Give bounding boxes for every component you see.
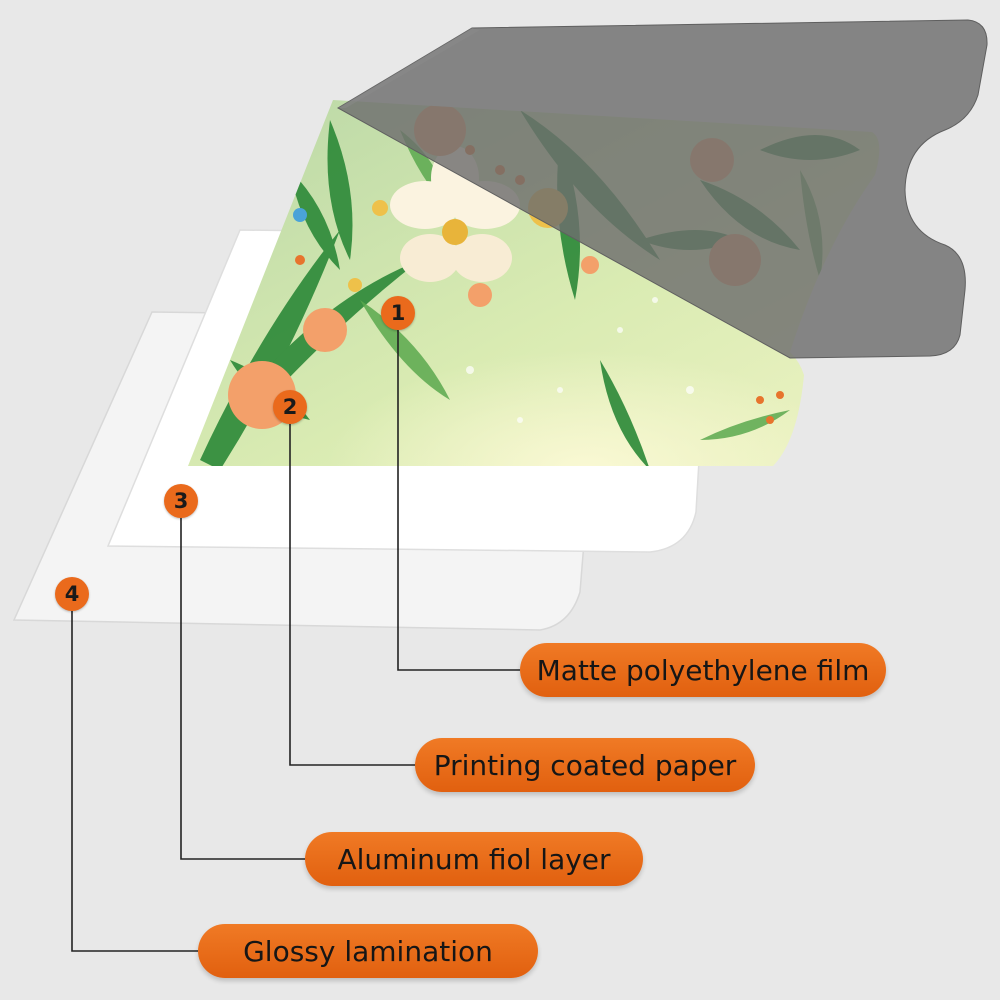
layer-number-badge-1: 1	[381, 296, 415, 330]
leader-line-3	[180, 518, 305, 860]
layer-label-aluminum-foil-layer: Aluminum fiol layer	[305, 832, 643, 886]
layer-number-badge-2: 2	[273, 390, 307, 424]
layer-label-printing-coated-paper: Printing coated paper	[415, 738, 755, 792]
layer-number-badge-4: 4	[55, 577, 89, 611]
leader-line-1	[397, 330, 520, 671]
layer-label-glossy-lamination: Glossy lamination	[198, 924, 538, 978]
leader-line-2	[289, 424, 415, 766]
leader-line-4	[71, 611, 198, 952]
layer-number-badge-3: 3	[164, 484, 198, 518]
matte-polyethylene-film-sheet	[336, 19, 988, 359]
layer-label-matte-polyethylene-film: Matte polyethylene film	[520, 643, 886, 697]
